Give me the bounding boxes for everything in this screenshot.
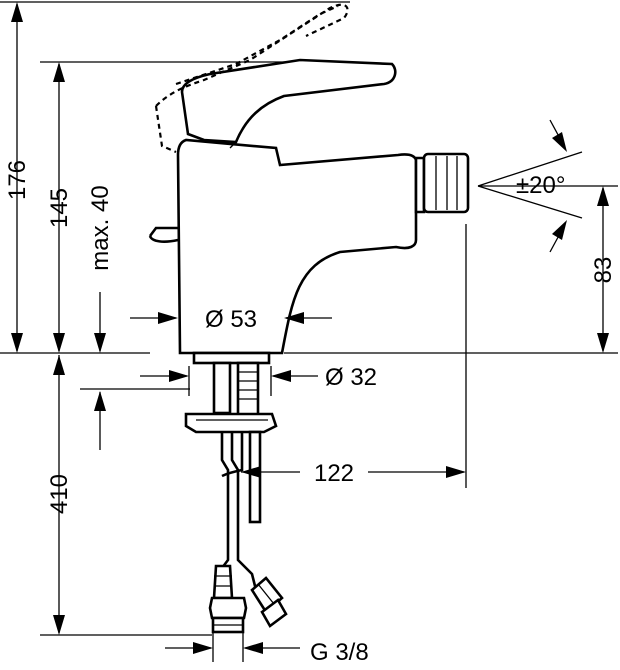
dim-145-label: 145 xyxy=(46,188,73,228)
dim-83-label: 83 xyxy=(590,257,617,284)
dimension-labels: 176 145 max. 40 410 83 Ø 53 Ø 32 ±20° 12… xyxy=(4,160,617,666)
mixer-body xyxy=(148,3,470,634)
dimension-lines xyxy=(11,2,609,654)
dim-thread-label: G 3/8 xyxy=(310,639,369,666)
dim-176-label: 176 xyxy=(4,160,31,200)
dim-diameter-53-label: Ø 53 xyxy=(205,306,257,333)
dim-max40-label: max. 40 xyxy=(87,185,114,270)
dim-122-label: 122 xyxy=(314,460,354,487)
dim-diameter-32-label: Ø 32 xyxy=(325,364,377,391)
dim-410-label: 410 xyxy=(46,474,73,514)
dim-angle-label: ±20° xyxy=(516,172,565,199)
